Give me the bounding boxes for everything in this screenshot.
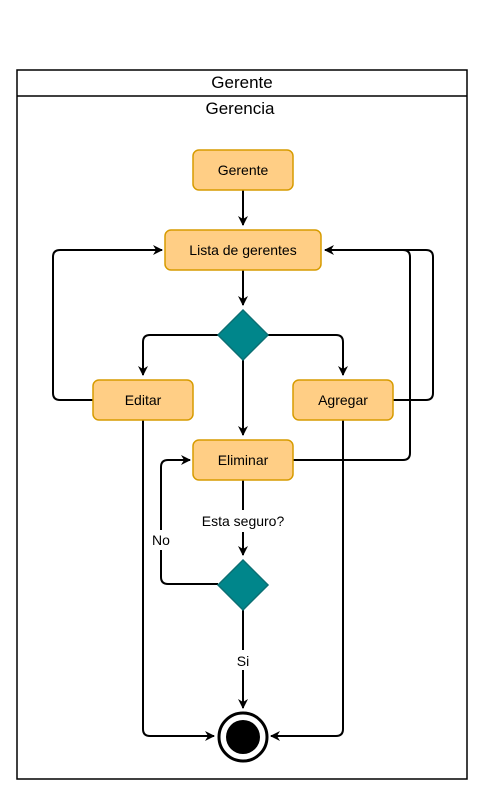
edge-edit-to-list xyxy=(52,245,163,401)
decision-action[interactable] xyxy=(216,308,270,362)
edge-labels: Esta seguro? No Si xyxy=(148,510,289,670)
node-list-label: Lista de gerentes xyxy=(189,242,296,258)
yes-label: Si xyxy=(237,653,249,669)
pool-title: Gerente xyxy=(211,73,272,92)
node-start[interactable]: Gerente xyxy=(192,149,294,191)
edge-add-to-list xyxy=(324,245,434,401)
no-label: No xyxy=(152,532,170,548)
node-edit-label: Editar xyxy=(125,392,162,408)
decisions xyxy=(216,308,270,612)
edge-add-to-end xyxy=(270,420,344,741)
end-node-core xyxy=(226,720,260,754)
lane-title: Gerencia xyxy=(206,99,276,118)
decision-confirm[interactable] xyxy=(216,558,270,612)
node-add-label: Agregar xyxy=(318,392,368,408)
confirm-question-label: Esta seguro? xyxy=(202,513,285,529)
node-delete[interactable]: Eliminar xyxy=(192,439,294,481)
node-delete-label: Eliminar xyxy=(218,452,269,468)
edge-confirm-no xyxy=(160,455,218,585)
edge-decision-to-add xyxy=(268,334,348,376)
end-node xyxy=(217,711,269,763)
edge-decision-to-edit xyxy=(138,334,218,376)
node-edit[interactable]: Editar xyxy=(92,379,194,421)
node-start-label: Gerente xyxy=(218,162,269,178)
node-list[interactable]: Lista de gerentes xyxy=(164,229,322,271)
activities: Gerente Lista de gerentes Editar Agregar… xyxy=(92,149,394,481)
edges xyxy=(52,190,434,741)
edge-delete-to-list xyxy=(293,249,411,461)
node-add[interactable]: Agregar xyxy=(292,379,394,421)
edge-edit-to-end xyxy=(142,420,215,741)
